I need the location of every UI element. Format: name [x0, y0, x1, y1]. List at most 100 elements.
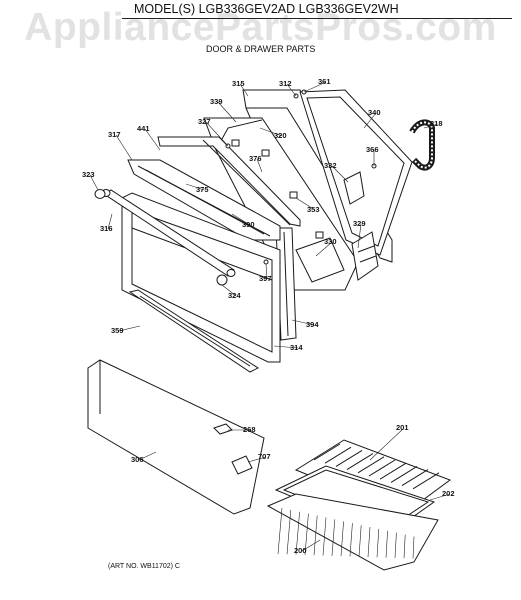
rack-wire [376, 528, 380, 558]
rack-wire [322, 517, 327, 556]
door-gasket-318 [409, 119, 435, 171]
part-label-318: 318 [430, 119, 443, 128]
section-title: DOOR & DRAWER PARTS [206, 44, 316, 54]
outer-door-panel-314 [121, 192, 281, 363]
leader-line-390 [231, 213, 251, 226]
title-underline [122, 18, 512, 19]
broiler-slot [412, 472, 440, 490]
rack-wire [403, 534, 406, 559]
part-label-200: 200 [294, 546, 307, 555]
leader-line-315 [239, 83, 249, 97]
rack-wire [331, 519, 336, 556]
leader-line-375 [185, 183, 205, 191]
leader-line-340 [363, 112, 377, 129]
part-label-332: 332 [324, 161, 337, 170]
part-label-327: 327 [198, 117, 211, 126]
leader-line-329 [357, 223, 362, 249]
leader-line-707 [247, 456, 267, 463]
leader-line-330 [315, 241, 333, 257]
rack-wire [385, 530, 388, 558]
leader-line-361 [303, 81, 327, 93]
rack-wire [304, 513, 309, 555]
part-label-366: 366 [366, 145, 379, 154]
part-label-202: 202 [442, 489, 455, 498]
part-label-340: 340 [368, 108, 381, 117]
leader-line-201 [369, 427, 405, 461]
part-label-329: 329 [353, 219, 366, 228]
door-glass-panel-340 [299, 89, 413, 256]
part-label-320: 320 [274, 131, 287, 140]
part-label-339: 339 [210, 97, 223, 106]
leader-line-202 [429, 493, 451, 501]
oven-rack-200 [266, 493, 439, 571]
leader-line-320 [259, 127, 283, 137]
leader-line-441 [144, 128, 161, 151]
rack-wire [313, 515, 318, 556]
handle-endcap-323 [94, 189, 106, 199]
rack-wire [295, 511, 300, 555]
door-bottom-trim-359 [128, 289, 260, 373]
leader-line-324 [221, 284, 237, 297]
part-label-201: 201 [396, 423, 409, 432]
broiler-slot [368, 459, 396, 477]
broiler-slot [324, 446, 352, 464]
rack-wire [340, 521, 344, 557]
rack-wire [394, 532, 397, 558]
leader-line-359 [118, 325, 141, 332]
rack-wire [358, 525, 362, 557]
leader-line-318 [423, 123, 439, 129]
rack-wire [277, 507, 283, 555]
screw-397 [263, 259, 269, 265]
leader-line-200 [301, 539, 321, 552]
broiler-slot [313, 443, 341, 461]
rack-wire [412, 536, 415, 559]
part-label-375: 375 [196, 185, 209, 194]
door-latch-332 [343, 171, 365, 205]
inner-liner-330 [295, 237, 345, 283]
part-label-268: 268 [243, 425, 256, 434]
leader-line-397 [265, 263, 268, 280]
leader-line-306 [138, 451, 157, 461]
leader-line-317 [115, 134, 133, 161]
part-label-359: 359 [111, 326, 124, 335]
leader-line-312 [286, 83, 297, 97]
part-label-441: 441 [137, 124, 150, 133]
door-inner-frame-320 [157, 136, 301, 227]
part-label-312: 312 [279, 79, 292, 88]
model-title: MODEL(S) LGB336GEV2AD LGB336GEV2WH [134, 2, 399, 16]
part-label-316: 316 [100, 224, 113, 233]
drawer-bracket-707 [231, 455, 253, 475]
broiler-slot [390, 465, 418, 483]
leader-line-327 [205, 121, 229, 147]
drawer-panel-306 [87, 359, 265, 515]
leader-line-323 [89, 174, 99, 191]
broiler-slot [401, 469, 429, 487]
leader-line-314 [273, 345, 299, 349]
part-label-707: 707 [258, 452, 271, 461]
leader-line-316 [107, 213, 113, 230]
rack-wire [286, 509, 292, 555]
rack-wire [349, 523, 353, 557]
part-label-323: 323 [82, 170, 95, 179]
part-label-376: 376 [249, 154, 262, 163]
leader-line-376 [256, 158, 263, 173]
leader-line-394 [291, 319, 315, 326]
part-label-397: 397 [259, 274, 272, 283]
broiler-slot [335, 449, 363, 467]
watermark-text: AppliancePartsPros.com [24, 6, 497, 49]
part-label-317: 317 [108, 130, 121, 139]
handle-endcap-324 [216, 274, 228, 286]
part-label-394: 394 [306, 320, 319, 329]
part-label-390: 390 [242, 220, 255, 229]
part-label-324: 324 [228, 291, 241, 300]
part-label-330: 330 [324, 237, 337, 246]
leader-line-339 [217, 101, 237, 123]
broiler-slot [379, 462, 407, 480]
part-label-361: 361 [318, 77, 331, 86]
broiler-slot [346, 453, 374, 471]
part-label-315: 315 [232, 79, 245, 88]
art-number: (ART NO. WB11702) C [108, 563, 180, 570]
broiler-slot [357, 456, 385, 474]
